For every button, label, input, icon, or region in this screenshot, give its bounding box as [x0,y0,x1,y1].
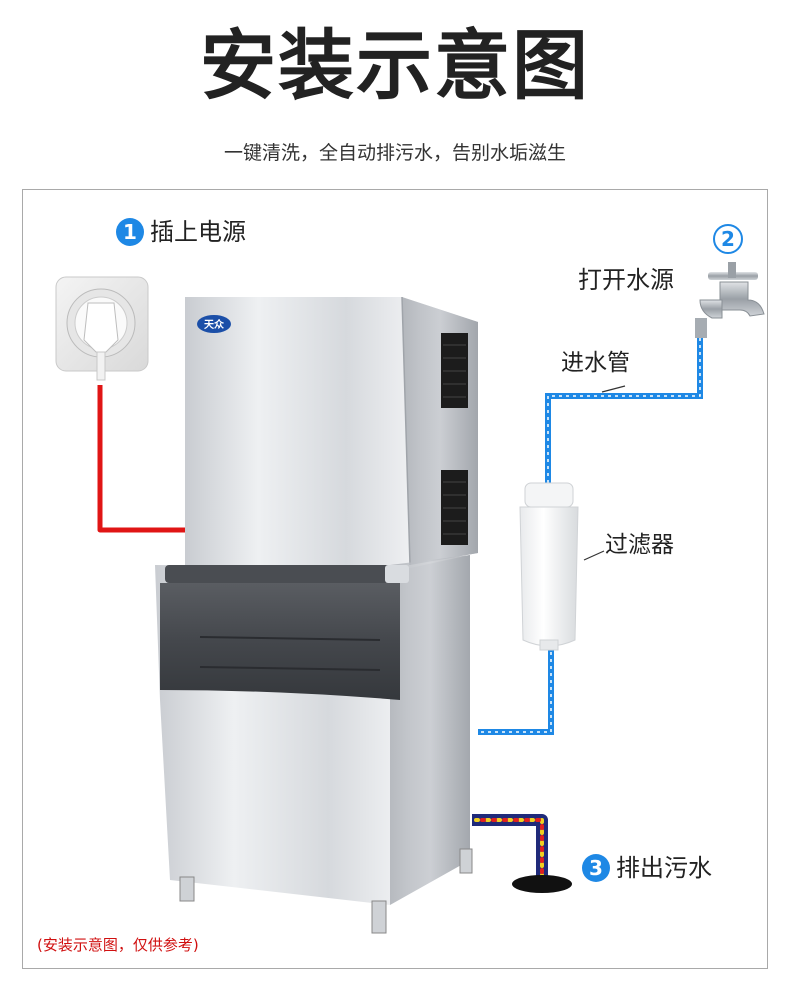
step-2-badge: 2 [713,224,743,254]
page-title: 安装示意图 [200,21,590,110]
page-subtitle: 一键清洗，全自动排污水，告别水垢滋生 [223,142,566,164]
drain-pipe [472,814,572,893]
step-2-badge-wrap: 2 [713,224,743,254]
inlet-pointer [601,385,626,393]
power-cable [97,385,192,533]
footnote: (安装示意图，仅供参考) [37,936,199,954]
bin-door [160,583,400,700]
step-2-label: 打开水源 [578,266,674,294]
step-1-label: 插上电源 [150,218,246,246]
step-3-label: 排出污水 [616,854,712,882]
power-socket-icon [55,276,149,381]
step-1-badge: 1 [116,218,144,246]
inlet-pipe-label: 进水管 [561,350,630,376]
inlet-pipe [478,338,703,735]
ice-machine: 天众 [155,296,478,934]
brand-badge [197,315,231,333]
brand-badge-text: 天众 [204,318,225,331]
drain-icon [512,875,572,893]
filter-label: 过滤器 [605,532,674,558]
water-faucet-icon [695,262,765,338]
water-filter-icon [519,482,579,651]
step-3-badge: 3 [582,854,610,882]
filter-pointer [583,550,605,561]
